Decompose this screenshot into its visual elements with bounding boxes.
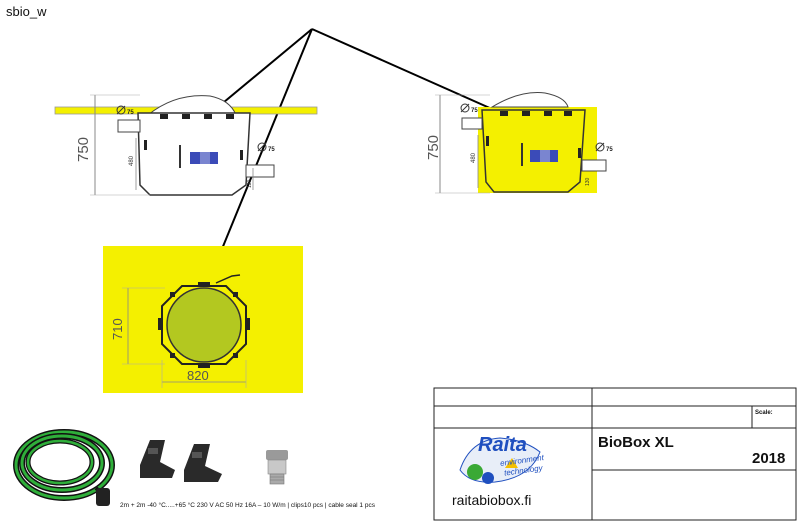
pipe-label: 75	[127, 110, 134, 116]
insulation-clip	[204, 114, 212, 119]
insulation-clip	[158, 318, 162, 330]
cable-clips	[140, 440, 222, 482]
top-view: 710 820	[103, 246, 303, 393]
insulation-clip	[170, 353, 175, 358]
inlet-pipe	[117, 119, 141, 133]
tank-lid	[490, 92, 569, 108]
product-name: BioBox XL	[598, 434, 674, 451]
insulation-clip	[240, 150, 243, 160]
insulation-clip	[544, 111, 552, 116]
pipe-diameter-symbol	[595, 142, 605, 152]
pipe-diameter-symbol	[116, 105, 126, 115]
insulation-clip	[226, 114, 234, 119]
power-plug	[96, 488, 110, 506]
side-view-left: 750 480 75 75 130	[54, 94, 318, 196]
pipe-label: 75	[268, 147, 275, 153]
height-label: 750	[425, 135, 442, 160]
insulation-clip	[160, 114, 168, 119]
insulation-clip	[182, 114, 190, 119]
filter-media	[179, 145, 218, 168]
outlet-pipe	[581, 159, 607, 172]
pipe-diameter-symbol	[257, 142, 267, 152]
heating-cable-exit	[215, 274, 241, 284]
insulation-clip	[564, 111, 572, 116]
insulation-clip	[198, 364, 210, 368]
accessories-caption: 2m + 2m -40 °C.....+65 °C 230 V AC 50 Hz…	[120, 502, 375, 509]
callout-line-top-view	[205, 28, 313, 289]
bottom-label: 130	[247, 179, 253, 188]
logo-brand: Raita	[478, 434, 527, 456]
inner-height-label: 480	[471, 152, 477, 163]
outlet-pipe	[245, 164, 275, 178]
pipe-diameter-symbol	[460, 103, 470, 113]
insulation-clip	[486, 136, 489, 146]
insulation-clip	[522, 111, 530, 116]
callout-line-right	[311, 28, 511, 118]
company-website: raitabiobox.fi	[452, 492, 532, 508]
inner-height-label: 480	[129, 155, 135, 166]
insulation-clip	[578, 148, 581, 158]
insulation-clip	[246, 318, 250, 330]
insulation-clip	[144, 140, 147, 150]
inlet-pipe	[461, 117, 483, 130]
height-label: 750	[75, 137, 92, 162]
tank-lid-circle	[166, 287, 242, 363]
pipe-label: 75	[471, 108, 478, 114]
heating-cable-coil	[13, 429, 115, 506]
height-label: 710	[110, 318, 125, 340]
tank-lid	[146, 95, 237, 116]
insulation-clip	[170, 292, 175, 297]
insulation-clip	[500, 111, 508, 116]
title-block-frame	[433, 387, 797, 521]
scale-label: Scale:	[755, 410, 773, 416]
insulation-clip	[233, 292, 238, 297]
drawing-id-label: sbio_w	[6, 4, 47, 19]
drawing-year: 2018	[752, 450, 786, 467]
filter-media	[521, 143, 558, 166]
side-view-right: 750 480 75 75 130	[425, 92, 613, 194]
cable-seal	[266, 450, 288, 485]
company-logo	[452, 436, 570, 488]
insulation-clip	[233, 353, 238, 358]
pipe-label: 75	[606, 147, 613, 153]
insulation-clip	[198, 282, 210, 286]
width-label: 820	[187, 368, 209, 383]
bottom-label: 130	[585, 177, 591, 186]
